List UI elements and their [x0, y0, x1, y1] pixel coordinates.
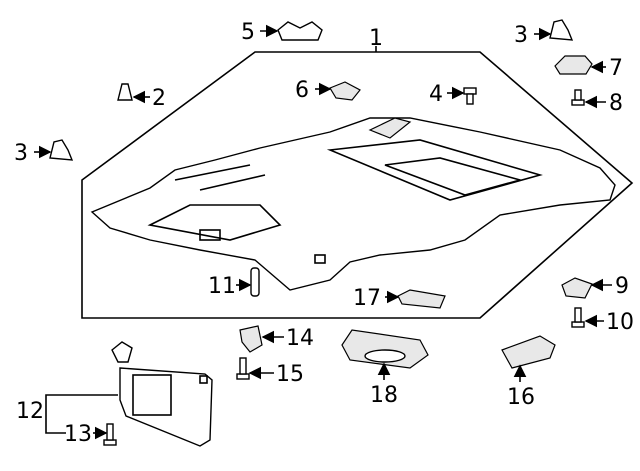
- part-5-bracket: [277, 21, 323, 41]
- callout-3-upper: 3: [514, 23, 528, 48]
- part-15-screw: [236, 357, 250, 380]
- part-18-console: [341, 329, 429, 369]
- headliner-group-outline: [81, 51, 634, 319]
- part-8-screw: [571, 89, 585, 106]
- part-13-screw: [103, 423, 117, 446]
- part-6-clip: [329, 81, 361, 101]
- part-10-screw: [571, 307, 585, 328]
- callout-13: 13: [64, 422, 92, 447]
- callout-3-left: 3: [14, 141, 28, 166]
- callout-2: 2: [152, 86, 166, 111]
- callout-8: 8: [609, 91, 623, 116]
- callout-4: 4: [429, 82, 443, 107]
- part-2-clip: [117, 83, 133, 101]
- callout-9: 9: [615, 274, 629, 299]
- part-4-push-pin: [463, 87, 477, 105]
- callout-15: 15: [276, 362, 304, 387]
- sun-visor: [111, 341, 213, 447]
- callout-16: 16: [507, 385, 535, 410]
- callout-5: 5: [241, 20, 255, 45]
- headliner: [90, 117, 616, 291]
- callout-17: 17: [353, 286, 381, 311]
- part-9-clip: [561, 277, 593, 299]
- part-3-clip-left: [49, 139, 74, 161]
- part-11-stud: [250, 267, 260, 297]
- callout-1: 1: [369, 26, 383, 51]
- callout-10: 10: [606, 310, 634, 335]
- callout-18: 18: [370, 383, 398, 408]
- part-16-lamp: [501, 335, 556, 369]
- part-7-bracket: [554, 55, 593, 75]
- part-17-lamp: [397, 289, 446, 309]
- callout-6: 6: [295, 78, 309, 103]
- callout-14: 14: [286, 326, 314, 351]
- leader-12: [45, 394, 118, 434]
- callout-12: 12: [16, 399, 44, 424]
- part-14-bracket: [239, 325, 263, 353]
- callout-7: 7: [609, 56, 623, 81]
- part-3-clip-upper: [549, 19, 574, 41]
- callout-11: 11: [208, 274, 236, 299]
